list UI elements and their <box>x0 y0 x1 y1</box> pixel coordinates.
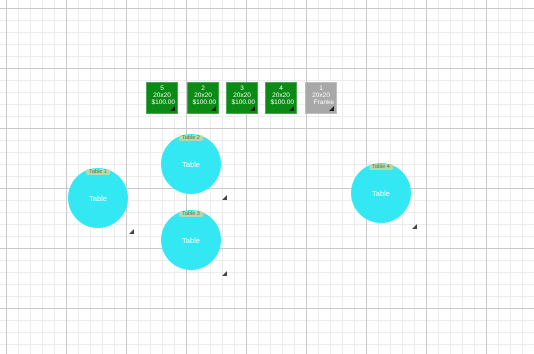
booth-size: 20x20 <box>194 92 212 99</box>
table-tag: Table 3 <box>179 211 203 217</box>
table-tag: Table 2 <box>179 135 203 141</box>
booth-size: 20x20 <box>153 92 171 99</box>
booth-size: 20x20 <box>312 92 330 99</box>
booth-price: $100.00 <box>231 99 256 106</box>
resize-handle-icon[interactable] <box>329 106 334 111</box>
table-circle[interactable]: Table 2 Table <box>161 134 227 200</box>
booth-size: 20x20 <box>233 92 251 99</box>
table-circle[interactable]: Table 1 Table <box>68 168 134 234</box>
booth-number: 4 <box>279 85 283 92</box>
table-label: Table <box>372 188 390 198</box>
table-label: Table <box>182 159 200 169</box>
resize-handle-icon[interactable] <box>412 224 417 229</box>
table-circle[interactable]: Table 4 Table <box>351 163 417 229</box>
booth-vendor: Franke <box>313 99 334 106</box>
resize-handle-icon[interactable] <box>211 106 216 111</box>
resize-handle-icon[interactable] <box>129 229 134 234</box>
table-label: Table <box>89 193 107 203</box>
resize-handle-icon[interactable] <box>170 106 175 111</box>
resize-handle-icon[interactable] <box>250 106 255 111</box>
booth-size: 20x20 <box>272 92 290 99</box>
booth-number: 2 <box>201 85 205 92</box>
booth-5[interactable]: 5 20x20 $100.00 <box>146 82 178 114</box>
table-tag: Table 4 <box>369 164 393 170</box>
booth-1[interactable]: 1 20x20 Franke <box>305 82 337 114</box>
table-circle[interactable]: Table 3 Table <box>161 210 227 276</box>
table-label: Table <box>182 235 200 245</box>
booth-3[interactable]: 3 20x20 $100.00 <box>226 82 258 114</box>
table-tag: Table 1 <box>86 169 110 175</box>
booth-2[interactable]: 2 20x20 $100.00 <box>187 82 219 114</box>
booth-price: $100.00 <box>151 99 176 106</box>
booth-price: $100.00 <box>192 99 217 106</box>
resize-handle-icon[interactable] <box>222 271 227 276</box>
booth-number: 1 <box>319 85 323 92</box>
resize-handle-icon[interactable] <box>289 106 294 111</box>
resize-handle-icon[interactable] <box>222 195 227 200</box>
booth-price: $100.00 <box>270 99 295 106</box>
booth-number: 3 <box>240 85 244 92</box>
booth-4[interactable]: 4 20x20 $100.00 <box>265 82 297 114</box>
booth-number: 5 <box>160 85 164 92</box>
